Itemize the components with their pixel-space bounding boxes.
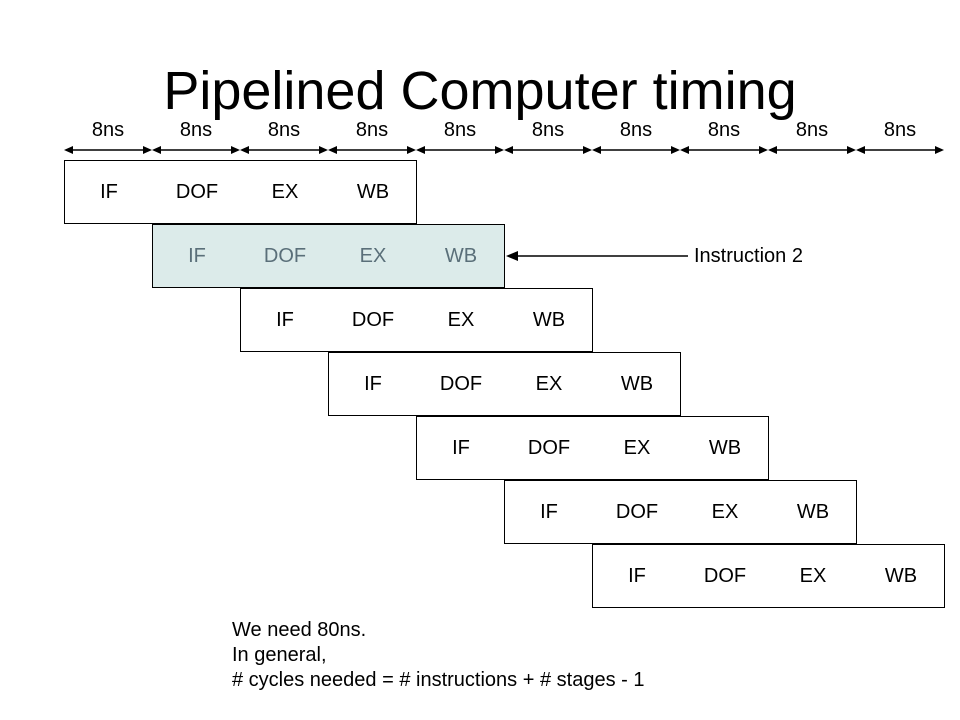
stage-cell: EX <box>623 437 651 459</box>
stage-cell: WB <box>356 181 390 203</box>
arrowhead-right <box>495 146 504 154</box>
note-line: # cycles needed = # instructions + # sta… <box>232 669 645 691</box>
stage-cell: EX <box>799 565 827 587</box>
stage-cell: IF <box>540 501 558 523</box>
instruction-row: IF DOF EX WB <box>592 544 945 608</box>
instruction-row: IF DOF EX WB <box>152 224 505 288</box>
stage-cell: EX <box>271 181 299 203</box>
stage-cell: WB <box>532 309 566 331</box>
cycle-label: 8ns <box>355 119 389 141</box>
arrowhead-left <box>64 146 73 154</box>
cycle-label: 8ns <box>267 119 301 141</box>
cycle-label: 8ns <box>795 119 829 141</box>
arrowhead-right <box>759 146 768 154</box>
instruction-2-callout: Instruction 2 <box>694 245 803 267</box>
arrowhead-left <box>504 146 513 154</box>
arrowhead-right <box>583 146 592 154</box>
note-line: We need 80ns. <box>232 619 367 641</box>
stage-cell: WB <box>884 565 918 587</box>
instruction-row: IF DOF EX WB <box>240 288 593 352</box>
arrowhead-left <box>152 146 161 154</box>
instruction-row: IF DOF EX WB <box>504 480 857 544</box>
stage-cell: IF <box>628 565 646 587</box>
stage-cell: WB <box>708 437 742 459</box>
arrowhead-right <box>935 146 944 154</box>
arrowhead-left <box>680 146 689 154</box>
note-line: In general, <box>232 644 327 666</box>
stage-cell: EX <box>711 501 739 523</box>
stage-cell: DOF <box>527 437 571 459</box>
arrowhead-right <box>143 146 152 154</box>
arrowhead-right <box>407 146 416 154</box>
arrowhead-right <box>847 146 856 154</box>
stage-cell: DOF <box>351 309 395 331</box>
stage-cell: WB <box>796 501 830 523</box>
stage-cell: DOF <box>439 373 483 395</box>
arrowhead-left <box>768 146 777 154</box>
stage-cell: EX <box>535 373 563 395</box>
arrowhead-right <box>671 146 680 154</box>
arrowhead-right <box>319 146 328 154</box>
stage-cell: IF <box>188 245 206 267</box>
cycle-label: 8ns <box>883 119 917 141</box>
cycle-label: 8ns <box>91 119 125 141</box>
slide-title: Pipelined Computer timing <box>163 61 797 121</box>
stage-cell: IF <box>364 373 382 395</box>
stage-cell: EX <box>447 309 475 331</box>
stage-cell: DOF <box>263 245 307 267</box>
arrowhead-left <box>328 146 337 154</box>
stage-cell: EX <box>359 245 387 267</box>
stage-cell: WB <box>444 245 478 267</box>
notes: We need 80ns. In general, # cycles neede… <box>232 618 644 693</box>
arrowhead-left <box>592 146 601 154</box>
arrowhead-left <box>240 146 249 154</box>
stage-cell: IF <box>276 309 294 331</box>
instruction-row: IF DOF EX WB <box>64 160 417 224</box>
cycle-label: 8ns <box>707 119 741 141</box>
arrowhead-left <box>416 146 425 154</box>
cycle-label: 8ns <box>619 119 653 141</box>
stage-cell: IF <box>100 181 118 203</box>
arrowhead-left <box>856 146 865 154</box>
cycle-label: 8ns <box>443 119 477 141</box>
callout-arrowhead <box>506 251 518 261</box>
instruction-row: IF DOF EX WB <box>416 416 769 480</box>
cycle-label: 8ns <box>531 119 565 141</box>
stage-cell: IF <box>452 437 470 459</box>
arrowhead-right <box>231 146 240 154</box>
cycle-label: 8ns <box>179 119 213 141</box>
stage-cell: DOF <box>703 565 747 587</box>
stage-cell: WB <box>620 373 654 395</box>
instruction-row: IF DOF EX WB <box>328 352 681 416</box>
stage-cell: DOF <box>615 501 659 523</box>
stage-cell: DOF <box>175 181 219 203</box>
